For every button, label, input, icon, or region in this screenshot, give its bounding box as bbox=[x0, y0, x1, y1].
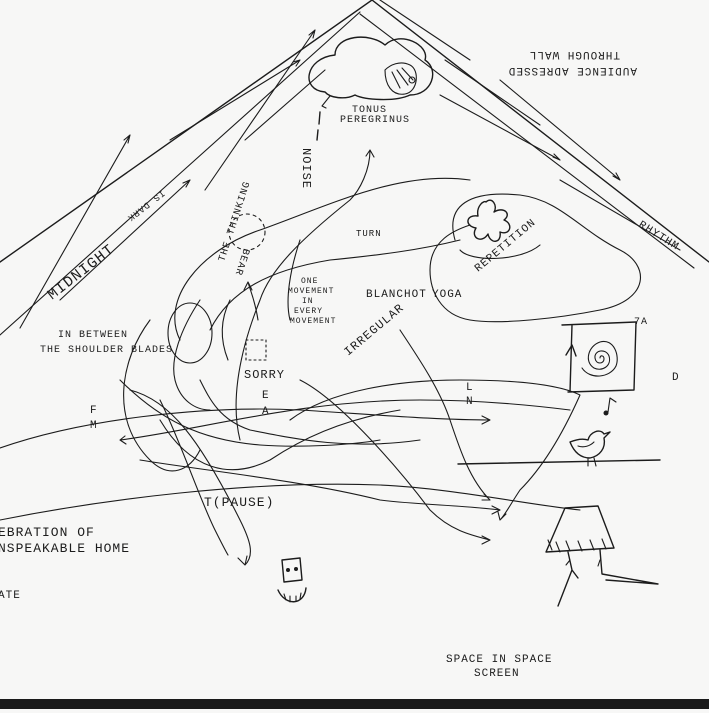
celebration-line2: NSPEAKABLE HOME bbox=[0, 541, 130, 556]
ate-label: ATE bbox=[0, 590, 21, 602]
music-note-icon bbox=[603, 397, 617, 416]
shoulder-line2: THE SHOULDER BLADES bbox=[40, 345, 173, 356]
splat-icon bbox=[467, 199, 511, 242]
midnight-label: MIDNIGHT bbox=[45, 241, 119, 304]
letter-n: N bbox=[466, 396, 474, 408]
rhythm-label: RHYTHM bbox=[636, 219, 681, 253]
bear-label: BEAR bbox=[232, 247, 251, 277]
midnight-small-label: IS DARK bbox=[125, 188, 166, 223]
ground-line bbox=[457, 459, 661, 465]
small-square-icon bbox=[245, 339, 267, 361]
yoga-label: YOGA bbox=[432, 289, 462, 301]
repetition-label: REPETITION bbox=[473, 217, 539, 275]
letter-f: F bbox=[90, 405, 98, 417]
letter-e: E bbox=[262, 390, 270, 402]
one-movement-2: MOVEMENT bbox=[288, 287, 334, 296]
dashed-circle-icon bbox=[228, 213, 266, 251]
peregrinus-label: PEREGRINUS bbox=[340, 115, 410, 126]
spiral-screen-icon bbox=[561, 321, 637, 393]
blanchot-label: BLANCHOT bbox=[366, 289, 427, 301]
space-line1: SPACE IN SPACE bbox=[446, 654, 552, 666]
smiling-face-icon bbox=[277, 557, 307, 603]
pause-label: T(PAUSE) bbox=[204, 495, 274, 510]
turn-label: TURN bbox=[356, 229, 382, 239]
one-movement-1: ONE bbox=[301, 277, 318, 286]
celebration-line1: EBRATION OF bbox=[0, 525, 95, 540]
sorry-label: SORRY bbox=[244, 368, 285, 382]
figure-icon bbox=[545, 505, 659, 607]
one-movement-4: EVERY bbox=[294, 307, 323, 316]
repetition-loop bbox=[429, 193, 641, 323]
letter-l: L bbox=[466, 382, 474, 394]
tonus-label: TONUS bbox=[352, 105, 387, 116]
shoulder-line1: IN BETWEEN bbox=[58, 330, 128, 341]
irregular-label: IRREGULAR bbox=[342, 301, 408, 359]
noise-label: NOISE bbox=[299, 148, 313, 189]
brain-cloud-icon bbox=[308, 36, 434, 101]
triangle-arrows bbox=[19, 0, 681, 329]
letter-a: A bbox=[262, 406, 270, 418]
one-movement-3: IN bbox=[302, 297, 314, 306]
audience-line2: THROUGH WALL bbox=[529, 48, 620, 60]
repetition-underline bbox=[459, 244, 541, 259]
audience-line1: AUDIENCE ADRESSED bbox=[508, 64, 637, 76]
letter-m: M bbox=[90, 420, 98, 432]
arrow-tangle bbox=[0, 149, 581, 566]
letter-d: D bbox=[672, 372, 680, 384]
tv-mark: 7A bbox=[634, 317, 648, 328]
page-bottom-edge bbox=[0, 699, 709, 709]
shoulder-ellipse bbox=[167, 302, 213, 364]
space-line2: SCREEN bbox=[474, 668, 520, 680]
one-movement-5: MOVEMENT bbox=[290, 317, 336, 326]
noise-drip bbox=[316, 95, 331, 141]
